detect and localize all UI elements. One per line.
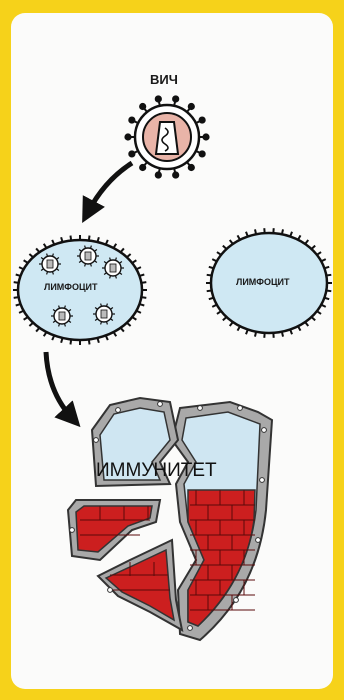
shield-immunity-label: ИММУНИТЕТ <box>96 460 217 482</box>
damage-arrow-icon <box>46 352 72 418</box>
broken-shield-icon <box>68 398 272 640</box>
infected-lymphocyte-label: ЛИМФОЦИТ <box>44 282 98 292</box>
healthy-lymphocyte-label: ЛИМФОЦИТ <box>236 277 290 287</box>
hiv-label: ВИЧ <box>150 72 178 87</box>
hiv-virus-icon <box>125 96 208 177</box>
infection-arrow-icon <box>88 163 132 212</box>
